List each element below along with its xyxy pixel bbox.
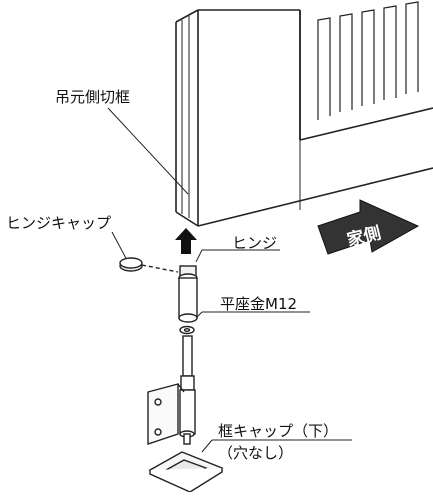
leader-lines [107, 107, 352, 453]
washer-label: 平座金M12 [220, 295, 298, 313]
frame-cap-label-line1: 框キャップ（下） [218, 422, 339, 440]
door-frame [175, 1, 433, 227]
lower-hinge-part [147, 335, 196, 445]
frame-cap-label-line2: （穴なし） [218, 444, 294, 462]
hinge-cap-label: ヒンジキャップ [6, 214, 112, 232]
up-arrow-icon [175, 228, 197, 254]
frame-cap-part [148, 451, 224, 493]
frame-cut-label: 吊元側切框 [55, 88, 131, 106]
hinge-cap-part [119, 257, 179, 273]
hinge-label: ヒンジ [232, 234, 278, 252]
house-side-arrow-icon: 家側 [317, 199, 420, 255]
washer-part [179, 325, 195, 335]
hinge-part [178, 265, 198, 323]
